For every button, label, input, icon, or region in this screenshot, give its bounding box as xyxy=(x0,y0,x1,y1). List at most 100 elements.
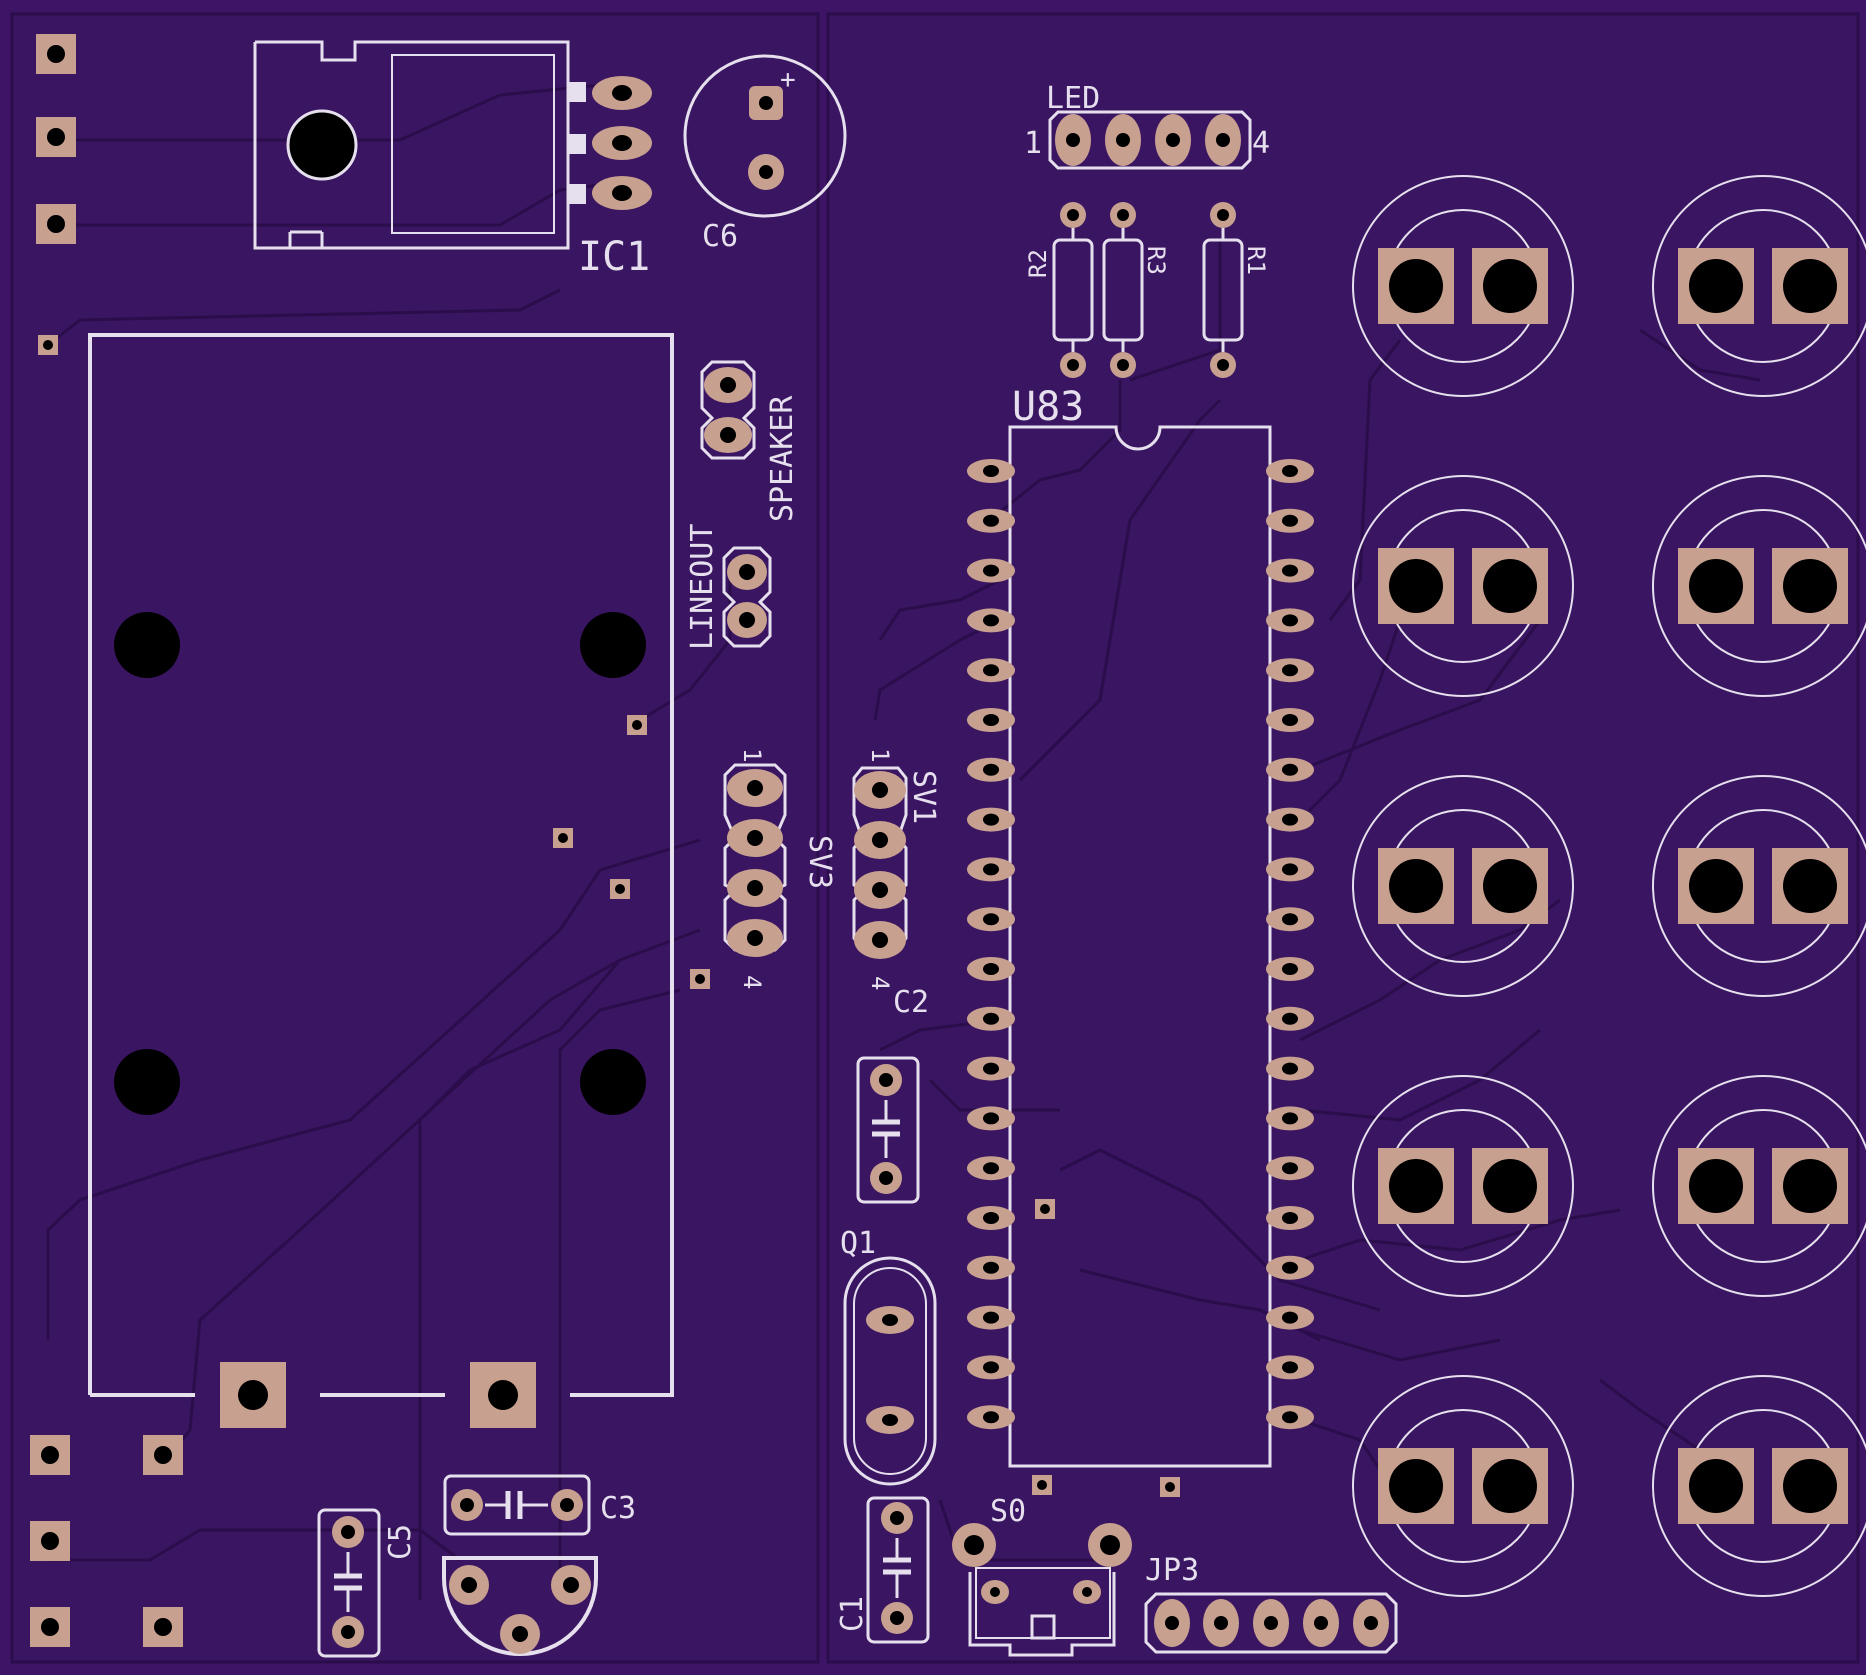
pushbutton xyxy=(1652,775,1866,997)
c3-capacitor xyxy=(443,1474,591,1536)
u83-pin xyxy=(967,508,1015,533)
ic1-regulator xyxy=(253,40,652,250)
pushbutton xyxy=(1352,475,1574,697)
u83-pin xyxy=(1266,857,1314,882)
pushbutton xyxy=(1652,175,1866,397)
u83-pin xyxy=(967,907,1015,932)
pushbutton xyxy=(1652,1075,1866,1297)
q1-crystal xyxy=(843,1256,937,1486)
u83-pin xyxy=(1266,907,1314,932)
u83-pin xyxy=(967,1255,1015,1280)
mounting-hole xyxy=(580,1049,646,1115)
battery-holder-outline xyxy=(88,333,674,1397)
edge-pads-top xyxy=(36,34,76,244)
u83-pin xyxy=(1266,459,1314,483)
u83-pin xyxy=(967,608,1015,633)
u83-pin xyxy=(1266,608,1314,633)
u83-pin xyxy=(1266,1305,1314,1330)
u83-pin xyxy=(1266,508,1314,533)
c3-label: C3 xyxy=(600,1491,636,1526)
c5-label: C5 xyxy=(383,1524,418,1560)
resistor-r2 xyxy=(1052,202,1094,378)
mounting-holes xyxy=(114,612,646,1115)
ic1-mount-hole xyxy=(286,109,358,181)
c6-label: C6 xyxy=(702,219,738,254)
speaker-label: SPEAKER xyxy=(765,395,800,522)
u83-pins xyxy=(967,459,1314,1430)
jp3-header xyxy=(1144,1592,1398,1654)
pushbutton xyxy=(1652,475,1866,697)
u83-pin xyxy=(1266,807,1314,832)
copper-pour-left xyxy=(10,12,820,1664)
c1-label: C1 xyxy=(835,1596,870,1632)
c2-capacitor xyxy=(856,1056,920,1204)
led-pin1-label: 1 xyxy=(1024,126,1042,161)
mounting-hole xyxy=(580,612,646,678)
u83-pin xyxy=(967,1106,1015,1131)
s0-switch xyxy=(952,1523,1132,1657)
u83-pin xyxy=(967,1206,1015,1230)
u83-dip40 xyxy=(967,425,1314,1468)
mounting-hole xyxy=(114,612,180,678)
u83-pin xyxy=(967,1305,1015,1330)
battery-pad-hole xyxy=(238,1380,268,1410)
u83-pin xyxy=(967,1405,1015,1430)
pushbutton xyxy=(1352,775,1574,997)
u83-label: U83 xyxy=(1012,384,1084,430)
sv3-label: SV3 xyxy=(802,835,837,889)
lineout-header xyxy=(722,546,772,648)
ic1-label: IC1 xyxy=(578,234,650,280)
speaker-header xyxy=(700,360,756,460)
c6-capacitor xyxy=(683,54,847,218)
u83-pin xyxy=(1266,708,1314,732)
u83-pin xyxy=(967,957,1015,981)
u83-pin xyxy=(967,1156,1015,1181)
mounting-hole xyxy=(114,1049,180,1115)
sv1-pin4-label: 4 xyxy=(866,976,894,990)
q1-label: Q1 xyxy=(840,1226,876,1261)
u83-pin xyxy=(967,658,1015,683)
lineout-label: LINEOUT xyxy=(685,524,720,650)
resistor-r3 xyxy=(1102,202,1144,378)
battery-pad-hole xyxy=(488,1380,518,1410)
resistor-r1 xyxy=(1202,202,1244,378)
c6-plus-mark: + xyxy=(780,65,796,95)
pushbutton xyxy=(1352,175,1574,397)
s0-label: S0 xyxy=(990,1494,1026,1529)
led-pin4-label: 4 xyxy=(1252,126,1270,161)
u83-pin xyxy=(1266,1405,1314,1430)
u83-pin xyxy=(967,558,1015,583)
u83-pin xyxy=(1266,1156,1314,1181)
u83-pin xyxy=(1266,558,1314,583)
u83-pin xyxy=(1266,1255,1314,1280)
c5-capacitor xyxy=(317,1508,381,1658)
c2-label: C2 xyxy=(893,985,929,1020)
led-header xyxy=(1048,110,1252,170)
r3-label: R3 xyxy=(1142,246,1170,275)
u83-pin xyxy=(967,1006,1015,1031)
sv3-pin4-label: 4 xyxy=(738,975,766,989)
sv3-pin1-label: 1 xyxy=(738,748,766,762)
u83-pin xyxy=(1266,757,1314,782)
u83-pin xyxy=(967,857,1015,882)
pushbutton xyxy=(1352,1075,1574,1297)
sv1-label: SV1 xyxy=(906,770,941,824)
jp3-label: JP3 xyxy=(1145,1553,1199,1588)
u83-pin xyxy=(967,708,1015,732)
button-grid xyxy=(1352,175,1866,1597)
u83-pin xyxy=(1266,957,1314,981)
u83-pin xyxy=(967,757,1015,782)
r2-label: R2 xyxy=(1024,249,1052,278)
u83-pin xyxy=(1266,1056,1314,1081)
u83-pin xyxy=(967,459,1015,483)
pushbutton xyxy=(1652,1375,1866,1597)
to92-transistor xyxy=(442,1556,598,1656)
sv3-header xyxy=(723,763,787,957)
u83-pin xyxy=(967,1056,1015,1081)
edge-pads-bottom xyxy=(30,1435,183,1647)
led-label: LED xyxy=(1046,81,1100,116)
u83-pin xyxy=(1266,1106,1314,1131)
u83-pin xyxy=(1266,1355,1314,1380)
r1-label: R1 xyxy=(1242,246,1270,275)
